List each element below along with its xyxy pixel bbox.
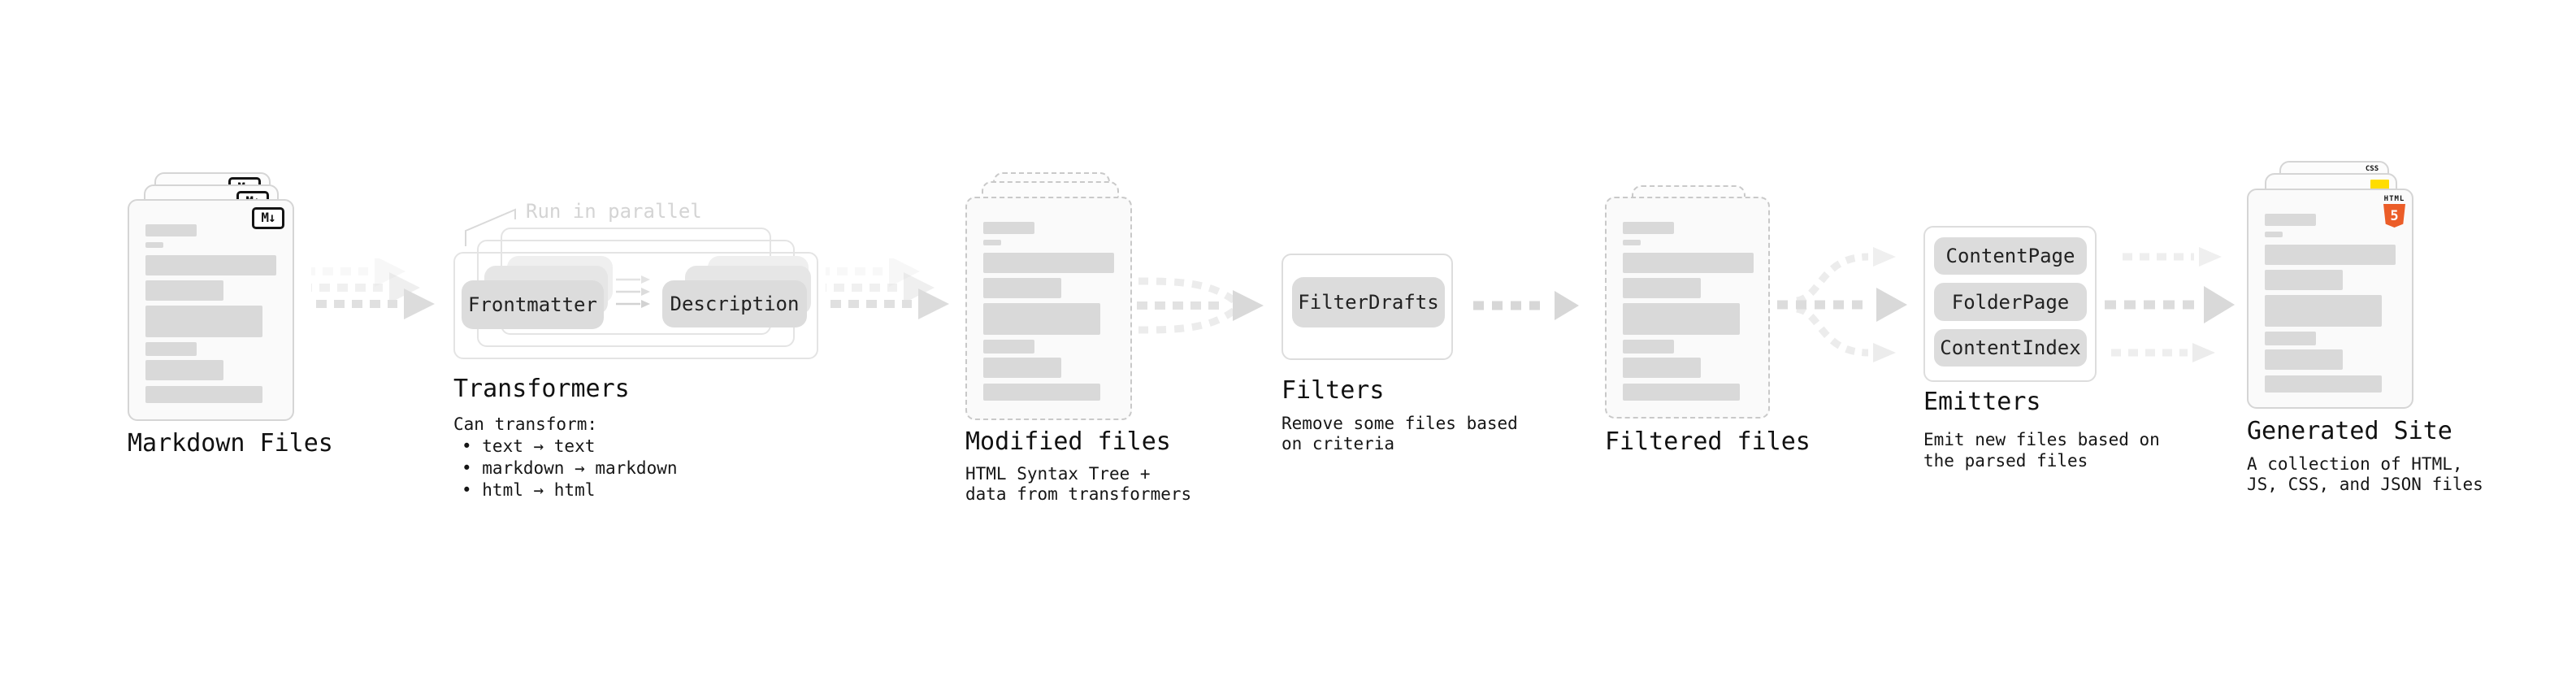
document-placeholder-lines bbox=[983, 222, 1114, 401]
split-arrow-icon bbox=[1777, 247, 1907, 362]
document-placeholder-lines bbox=[145, 224, 276, 403]
placeholder-line bbox=[145, 360, 223, 380]
css-icon-label: CSS bbox=[2365, 165, 2379, 173]
flow-arrow-icon bbox=[311, 258, 435, 319]
flow-arrow-icon bbox=[1473, 291, 1579, 320]
parallel-arrow-icon bbox=[616, 275, 650, 284]
note-connector-line bbox=[465, 208, 516, 246]
placeholder-line bbox=[145, 306, 262, 337]
placeholder-line bbox=[983, 240, 1001, 245]
subtitle-line: Remove some files based bbox=[1281, 414, 1518, 433]
filters-subtitle: Remove some files based on criteria bbox=[1281, 414, 1518, 454]
document-placeholder-lines bbox=[1623, 222, 1754, 401]
contentindex-pill: ContentIndex bbox=[1934, 329, 2087, 367]
subtitle-line: on criteria bbox=[1281, 434, 1395, 453]
subtitle-line: the parsed files bbox=[1923, 451, 2088, 471]
html5-icon: HTML 5 bbox=[2383, 195, 2405, 228]
flow-arrow-icon bbox=[826, 258, 949, 319]
transform-bullet: • markdown → markdown bbox=[462, 458, 678, 478]
folderpage-pill: FolderPage bbox=[1934, 283, 2087, 321]
placeholder-line bbox=[983, 340, 1034, 354]
frontmatter-pill: Frontmatter bbox=[462, 280, 604, 329]
placeholder-line bbox=[983, 222, 1034, 234]
js-icon bbox=[2370, 180, 2389, 189]
placeholder-line bbox=[145, 224, 197, 236]
triple-arrow-icon bbox=[2105, 247, 2235, 362]
run-in-parallel-note: Run in parallel bbox=[526, 200, 702, 223]
modified-file-card-front bbox=[965, 197, 1132, 420]
placeholder-line bbox=[145, 386, 262, 403]
placeholder-line bbox=[2265, 349, 2343, 370]
transformers-description: Can transform: • text → text • markdown … bbox=[453, 414, 678, 501]
can-transform-heading: Can transform: bbox=[453, 414, 598, 434]
transform-bullet: • html → html bbox=[462, 480, 596, 500]
contentpage-pill: ContentPage bbox=[1934, 237, 2087, 275]
placeholder-line bbox=[2265, 214, 2316, 226]
subtitle-line: data from transformers bbox=[965, 484, 1192, 504]
placeholder-line bbox=[1623, 358, 1701, 378]
placeholder-line bbox=[145, 342, 197, 356]
parallel-arrow-icon bbox=[616, 288, 650, 296]
placeholder-line bbox=[145, 280, 223, 301]
placeholder-line bbox=[983, 384, 1100, 401]
placeholder-line bbox=[1623, 253, 1754, 273]
placeholder-line bbox=[2265, 332, 2316, 345]
placeholder-line bbox=[2265, 375, 2382, 393]
modified-files-label: Modified files bbox=[965, 427, 1171, 456]
merge-arrow-icon bbox=[1137, 277, 1264, 334]
markdown-file-card-front: M↓ bbox=[128, 199, 294, 421]
markdown-files-label: Markdown Files bbox=[128, 429, 333, 458]
subtitle-line: JS, CSS, and JSON files bbox=[2247, 475, 2483, 494]
placeholder-line bbox=[2265, 245, 2396, 265]
emitters-subtitle: Emit new files based on the parsed files bbox=[1923, 429, 2160, 471]
html5-icon-number: 5 bbox=[2390, 207, 2399, 224]
markdown-icon: M↓ bbox=[252, 207, 284, 229]
transformer-run-box-front bbox=[453, 252, 818, 359]
placeholder-line bbox=[145, 242, 163, 248]
document-placeholder-lines bbox=[2265, 214, 2396, 393]
subtitle-line: HTML Syntax Tree + bbox=[965, 464, 1151, 484]
generated-site-label: Generated Site bbox=[2247, 417, 2452, 445]
transform-bullet: • text → text bbox=[462, 436, 596, 456]
html5-icon-label: HTML bbox=[2383, 195, 2405, 203]
filterdrafts-pill: FilterDrafts bbox=[1292, 277, 1445, 327]
filtered-file-card-front bbox=[1605, 197, 1770, 419]
placeholder-line bbox=[1623, 303, 1740, 335]
html5-icon-shield: 5 bbox=[2383, 204, 2405, 228]
subtitle-line: A collection of HTML, bbox=[2247, 454, 2463, 474]
placeholder-line bbox=[983, 278, 1061, 298]
placeholder-line bbox=[145, 255, 276, 275]
placeholder-line bbox=[2265, 270, 2343, 290]
placeholder-line bbox=[1623, 278, 1701, 298]
placeholder-line bbox=[1623, 222, 1674, 234]
generated-site-subtitle: A collection of HTML, JS, CSS, and JSON … bbox=[2247, 454, 2483, 495]
modified-files-subtitle: HTML Syntax Tree + data from transformer… bbox=[965, 464, 1191, 505]
placeholder-line bbox=[2265, 295, 2382, 327]
filters-title: Filters bbox=[1281, 376, 1385, 405]
generated-html-card: HTML 5 bbox=[2247, 189, 2413, 409]
placeholder-line bbox=[2265, 232, 2283, 237]
description-pill: Description bbox=[662, 280, 807, 327]
placeholder-line bbox=[983, 358, 1061, 378]
placeholder-line bbox=[983, 253, 1114, 273]
subtitle-line: Emit new files based on bbox=[1923, 430, 2160, 449]
parallel-arrow-icon bbox=[616, 300, 650, 308]
placeholder-line bbox=[1623, 340, 1674, 354]
placeholder-line bbox=[983, 303, 1100, 335]
emitters-title: Emitters bbox=[1923, 388, 2041, 416]
placeholder-line bbox=[1623, 384, 1740, 401]
filtered-files-label: Filtered files bbox=[1605, 427, 1811, 456]
transformers-title: Transformers bbox=[453, 375, 630, 403]
placeholder-line bbox=[1623, 240, 1641, 245]
